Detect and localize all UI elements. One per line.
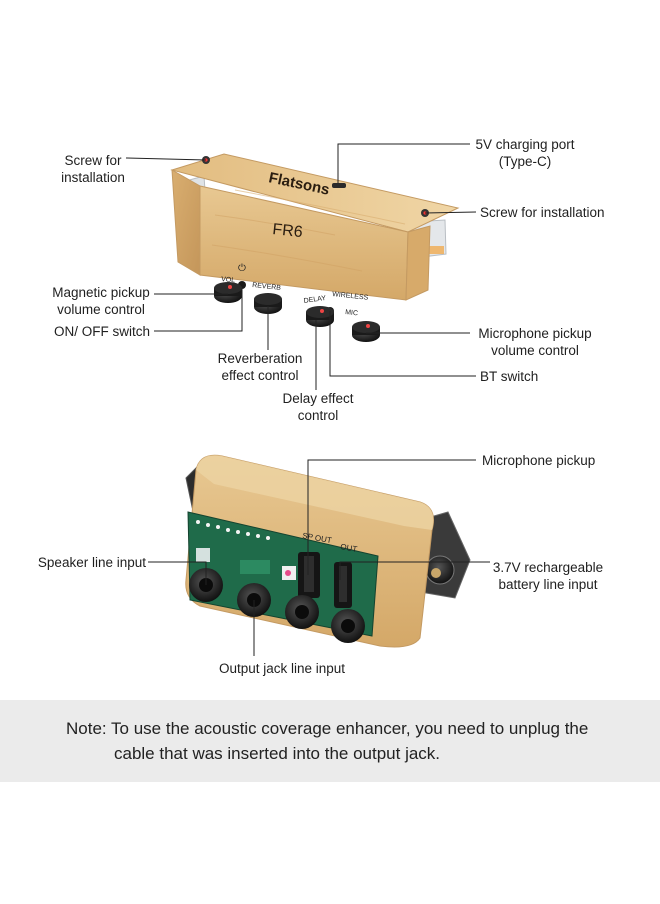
knob-vol bbox=[214, 282, 242, 303]
leader-microphone-pickup bbox=[307, 459, 476, 575]
delay-label: DELAY bbox=[303, 295, 327, 305]
callout-delay: Delay effect control bbox=[282, 391, 354, 423]
knob-delay bbox=[306, 306, 334, 327]
callout-screw-right: Screw for installation bbox=[480, 205, 605, 220]
vol-label: VOL bbox=[221, 276, 236, 284]
callout-on-off: ON/ OFF switch bbox=[53, 324, 150, 339]
callout-screw-left: Screw for installation bbox=[61, 153, 125, 185]
leader-screw-left bbox=[125, 157, 207, 161]
jack-4 bbox=[331, 609, 365, 643]
leader-speaker-line bbox=[148, 561, 207, 585]
callout-charging-port: 5V charging port (Type-C) bbox=[475, 137, 575, 169]
note-band bbox=[0, 700, 660, 782]
note-line-1: Note: To use the acoustic coverage enhan… bbox=[66, 719, 589, 738]
callout-bt-switch: BT switch bbox=[480, 369, 539, 384]
usb-c-port bbox=[332, 183, 346, 188]
leader-bt-switch bbox=[329, 311, 476, 377]
callout-battery-line: 3.7V rechargeable battery line input bbox=[492, 560, 604, 592]
bottom-device: SP OUT OUT bbox=[185, 454, 471, 648]
top-device: Flatsons FR6 VOL ⏻ REVERB DELAY WIRELESS… bbox=[170, 153, 460, 342]
leader-charging-port bbox=[337, 143, 470, 183]
device-model: FR6 bbox=[272, 221, 304, 241]
callout-speaker-line: Speaker line input bbox=[37, 555, 146, 570]
leader-lines bbox=[125, 143, 490, 656]
mic-label: MIC bbox=[345, 309, 359, 317]
wireless-label: WIRELESS bbox=[332, 291, 369, 302]
callout-magnetic-pickup: Magnetic pickup volume control bbox=[52, 285, 150, 317]
out-label: OUT bbox=[340, 542, 358, 554]
callout-output-jack: Output jack line input bbox=[218, 661, 346, 676]
leader-screw-right bbox=[424, 211, 477, 214]
jack-3 bbox=[285, 595, 319, 629]
power-symbol: ⏻ bbox=[238, 263, 246, 274]
callout-mic-volume: Microphone pickup volume control bbox=[478, 326, 592, 358]
callout-reverberation: Reverberation effect control bbox=[217, 351, 303, 383]
reverb-label: REVERB bbox=[252, 282, 282, 292]
leader-battery-line bbox=[339, 561, 490, 580]
knob-mic bbox=[352, 321, 380, 342]
left-end-face bbox=[171, 169, 201, 276]
note-text: Note: To use the acoustic coverage enhan… bbox=[66, 716, 626, 766]
leader-on-off bbox=[154, 288, 243, 332]
note-line-2: cable that was inserted into the output … bbox=[114, 744, 441, 763]
callout-microphone-pickup: Microphone pickup bbox=[482, 453, 596, 468]
